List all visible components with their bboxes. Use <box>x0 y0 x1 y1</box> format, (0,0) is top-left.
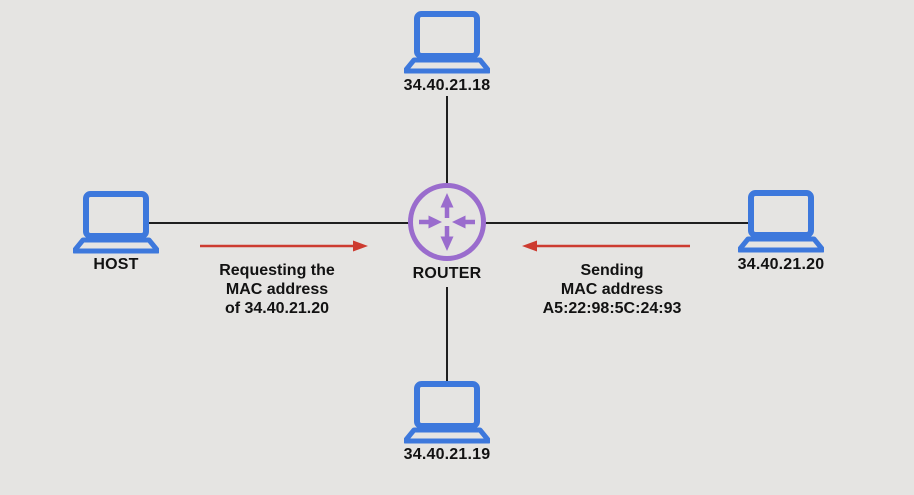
request-annotation: Requesting the MAC address of 34.40.21.2… <box>167 261 387 318</box>
response-annotation-line-2: MAC address <box>560 281 664 298</box>
response-annotation-line-1: Sending <box>580 262 644 279</box>
device-label-bottom: 34.40.21.19 <box>403 446 491 463</box>
link-router-to-top-device <box>446 96 448 186</box>
device-label-host: HOST <box>93 256 139 273</box>
laptop-icon <box>73 191 159 254</box>
request-arrow-right-icon <box>200 240 368 252</box>
laptop-icon <box>738 190 824 253</box>
link-router-to-right-device <box>483 222 749 224</box>
link-router-to-bottom-device <box>446 287 448 386</box>
link-router-to-host <box>145 222 411 224</box>
request-annotation-line-3: of 34.40.21.20 <box>224 300 330 317</box>
request-annotation-line-2: MAC address <box>225 281 329 298</box>
device-label-right: 34.40.21.20 <box>737 256 825 273</box>
laptop-icon <box>404 381 490 444</box>
device-label-top: 34.40.21.18 <box>403 77 491 94</box>
laptop-icon <box>404 11 490 74</box>
response-arrow-left-icon <box>522 240 690 252</box>
router-label: ROUTER <box>412 265 482 282</box>
response-annotation-line-3: A5:22:98:5C:24:93 <box>542 300 682 317</box>
response-annotation: Sending MAC address A5:22:98:5C:24:93 <box>502 261 722 318</box>
router-icon <box>408 183 486 261</box>
request-annotation-line-1: Requesting the <box>219 262 335 279</box>
